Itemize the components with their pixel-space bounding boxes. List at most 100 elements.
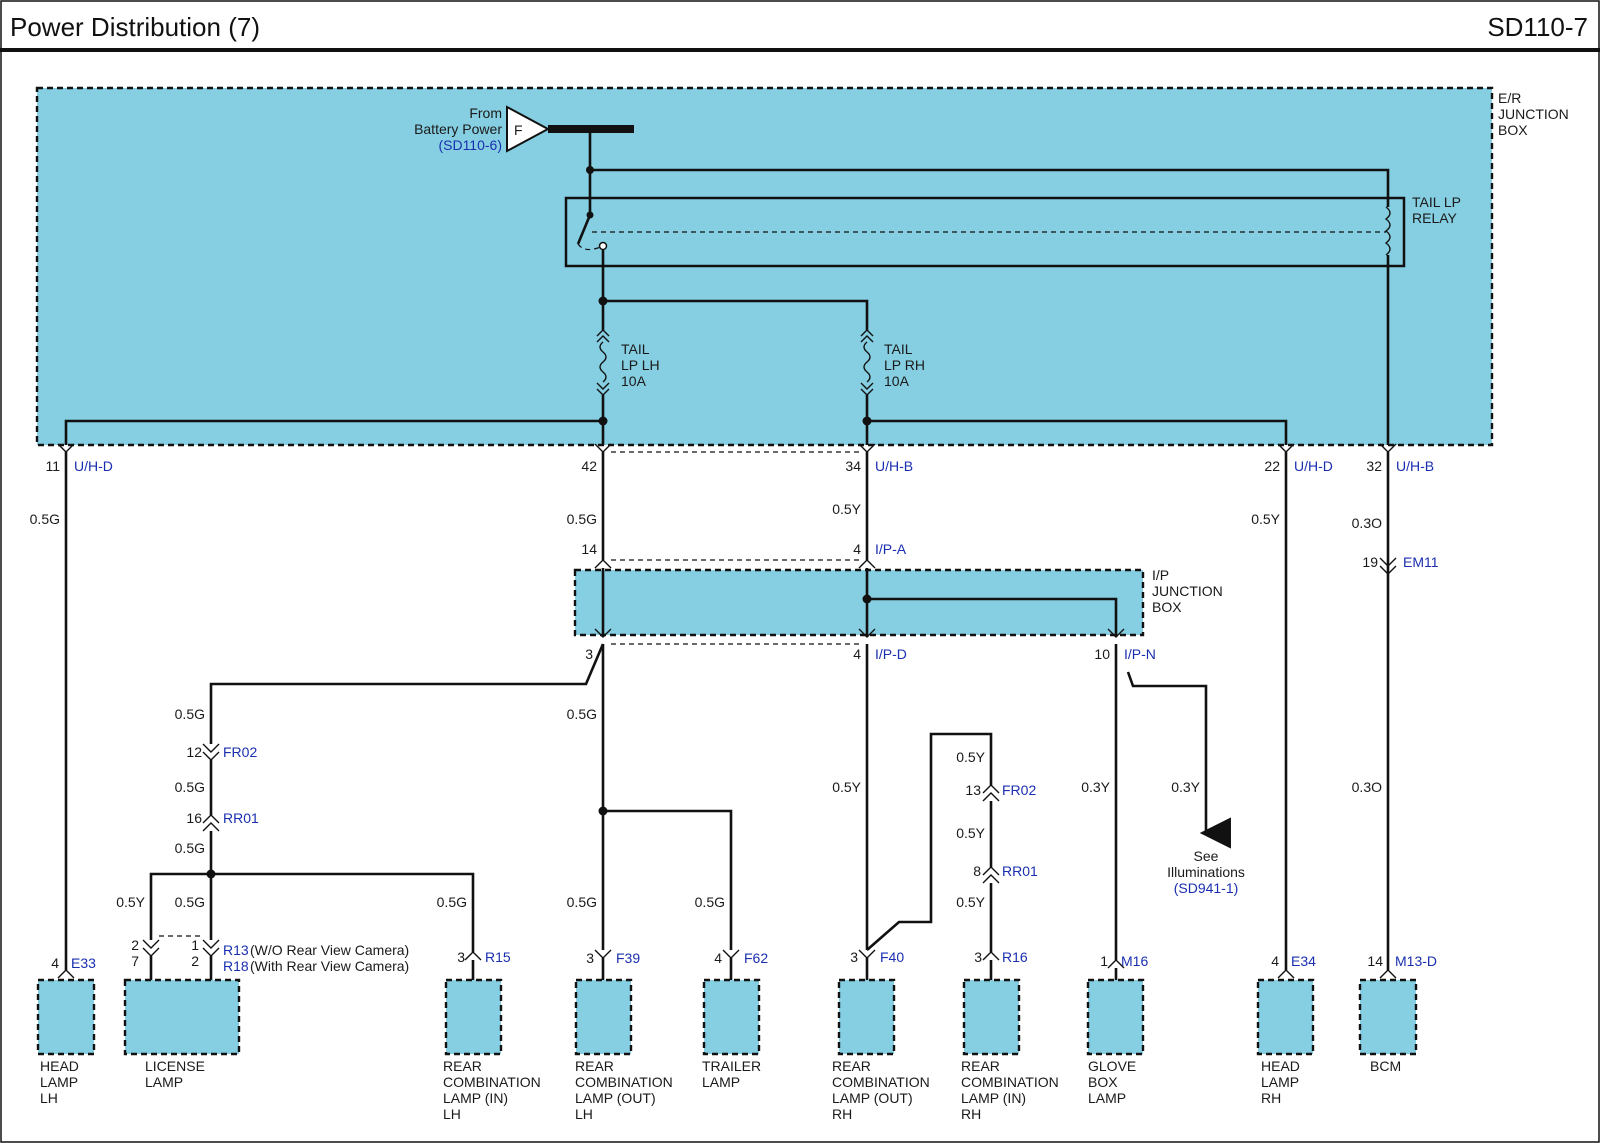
conn-uhd-22[interactable]: U/H-D (1294, 458, 1333, 474)
load-box-glove-box-lamp (1086, 978, 1145, 1056)
junction-dot (206, 869, 216, 879)
rr01-rh-pin: 8 (973, 863, 981, 879)
load-box-rear-comb-out-rh (837, 978, 896, 1056)
load-7-conn[interactable]: M16 (1121, 953, 1148, 969)
load-box-license-lamp (123, 978, 241, 1056)
load-8-label-3: RH (1261, 1090, 1281, 1106)
wire-label-42: 0.5G (567, 511, 597, 527)
connector-icon (1277, 969, 1295, 979)
junction-dot (862, 416, 872, 426)
fuse-rh-top-connector-icon (860, 329, 874, 343)
load-9-conn[interactable]: M13-D (1395, 953, 1437, 969)
source-triangle-icon (506, 105, 551, 153)
see-ref-link[interactable]: (SD941-1) (1174, 880, 1239, 896)
er-box-wiring (64, 133, 1390, 445)
rh-w-top: 0.5Y (956, 749, 985, 765)
page-title: Power Distribution (7) (10, 12, 260, 42)
page-code: SD110-7 (1487, 12, 1588, 42)
lh-w3: 0.5G (175, 840, 205, 856)
load-0-conn[interactable]: E33 (71, 955, 96, 971)
conn-ipn[interactable]: I/P-N (1124, 646, 1156, 662)
pin-11: 11 (45, 458, 60, 474)
wire-license-left (149, 872, 211, 940)
load-2-conn[interactable]: R15 (485, 949, 511, 965)
n-w-illum: 0.3Y (1171, 779, 1200, 795)
rr01-rh-conn[interactable]: RR01 (1002, 863, 1038, 879)
em11-connector-icon (1379, 557, 1397, 575)
load-box-head-lamp-rh (1256, 978, 1315, 1056)
header-rule (0, 48, 1600, 52)
rh-w-mid: 0.5Y (956, 825, 985, 841)
er-box-label-2: JUNCTION (1498, 106, 1569, 122)
conn-uhb-34[interactable]: U/H-B (875, 458, 913, 474)
load-4-conn[interactable]: F62 (744, 950, 768, 966)
lic-note-1: (W/O Rear View Camera) (250, 942, 409, 958)
load-3-pin: 3 (586, 950, 594, 966)
rr01-lh-conn[interactable]: RR01 (223, 810, 259, 826)
load-3-conn[interactable]: F39 (616, 950, 640, 966)
load-0-pin: 4 (51, 955, 59, 971)
load-8-label-2: LAMP (1261, 1074, 1299, 1090)
conn-uhb-32[interactable]: U/H-B (1396, 458, 1434, 474)
relay-switch-contact (576, 214, 592, 245)
fr02-lh-conn[interactable]: FR02 (223, 744, 257, 760)
source-battery: Battery Power (414, 121, 502, 137)
lic-conn-r18[interactable]: R18 (223, 958, 249, 974)
er-box-label-3: BOX (1498, 122, 1528, 138)
junction-dot (862, 594, 872, 604)
ip-pin-4-top: 4 (853, 541, 861, 557)
em11-conn[interactable]: EM11 (1403, 554, 1439, 570)
load-0-label-3: LH (40, 1090, 58, 1106)
main-wires: 0.5G 0.5G 0.5Y 0.5Y 0.3O 19 EM11 0.3O (30, 452, 1439, 970)
fuse-lh-label-2: LP LH (621, 357, 660, 373)
fr02-rh-conn[interactable]: FR02 (1002, 782, 1036, 798)
connector-icon (594, 628, 612, 638)
n-w-glove: 0.3Y (1081, 779, 1110, 795)
load-box-head-lamp-lh (36, 978, 96, 1056)
load-4-label-1: TRAILER (702, 1058, 761, 1074)
em11-pin: 19 (1362, 554, 1378, 570)
rr01-lh-pin: 16 (186, 810, 202, 826)
lh-w-mid: 0.5G (175, 894, 205, 910)
load-7-label-3: LAMP (1088, 1090, 1126, 1106)
load-box-trailer-lamp (702, 978, 761, 1056)
license-connector-a-icon (142, 939, 160, 957)
load-8-conn[interactable]: E34 (1291, 953, 1316, 969)
source-letter: F (514, 122, 523, 138)
load-5-label-2: COMBINATION (832, 1074, 930, 1090)
wire-label-0.5G-11: 0.5G (30, 511, 60, 527)
load-8-label-1: HEAD (1261, 1058, 1300, 1074)
fr02-rh-pin: 13 (965, 782, 981, 798)
lic-conn-r13[interactable]: R13 (223, 942, 249, 958)
fuse-rh-bottom-connector-icon (860, 382, 874, 396)
see-line-1: See (1194, 848, 1219, 864)
lic-pin-a-1: 2 (131, 937, 139, 953)
load-box-rear-comb-in-lh (444, 978, 503, 1056)
load-5-conn[interactable]: F40 (880, 949, 904, 965)
fr02-lh-pin: 12 (186, 744, 202, 760)
source-bus-bar (548, 125, 634, 133)
wire-to-head-lamp-rh (867, 419, 1288, 445)
junction-dot (586, 166, 594, 174)
conn-ipa[interactable]: I/P-A (875, 541, 907, 557)
fuse-rh-icon (863, 341, 871, 383)
source-from: From (469, 105, 502, 121)
load-1-label-1: LICENSE (145, 1058, 205, 1074)
junction-dot (598, 806, 608, 816)
load-6-conn[interactable]: R16 (1002, 949, 1028, 965)
load-6-label-3: LAMP (IN) (961, 1090, 1026, 1106)
load-2-pin: 3 (457, 949, 465, 965)
conn-uhd-11[interactable]: U/H-D (74, 458, 113, 474)
ip-pin-14: 14 (581, 541, 597, 557)
conn-ipd[interactable]: I/P-D (875, 646, 907, 662)
connector-icon (57, 969, 75, 979)
er-connectors: 11 U/H-D 42 34 U/H-B 22 U/H-D 32 U/H-B (45, 443, 1434, 474)
load-9-label-1: BCM (1370, 1058, 1401, 1074)
wire-label-22: 0.5Y (1251, 511, 1280, 527)
load-9-pin: 14 (1367, 953, 1383, 969)
ip-pin-3: 3 (585, 646, 593, 662)
load-0-label-2: LAMP (40, 1074, 78, 1090)
connector-icon (464, 951, 482, 961)
source-ref-link[interactable]: (SD110-6) (438, 137, 502, 153)
